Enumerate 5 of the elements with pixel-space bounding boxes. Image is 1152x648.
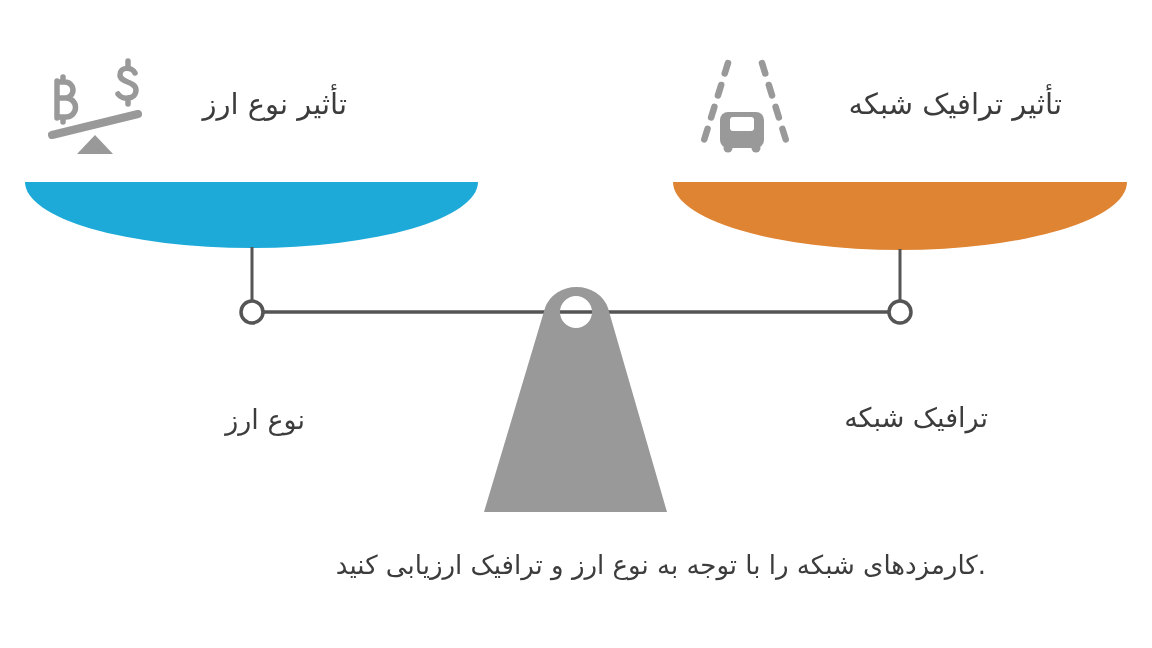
pan-label: ترافیک شبکه (844, 401, 988, 435)
factor-heading: تأثیر ترافیک شبکه (848, 85, 1062, 123)
caption-text: کارمزدهای شبکه را با توجه به نوع ارز و ترافیک ارزیابی کنید. (335, 548, 986, 582)
factor-heading: تأثیر نوع ارز (202, 85, 347, 123)
pan-label: نوع ارز (225, 403, 305, 437)
